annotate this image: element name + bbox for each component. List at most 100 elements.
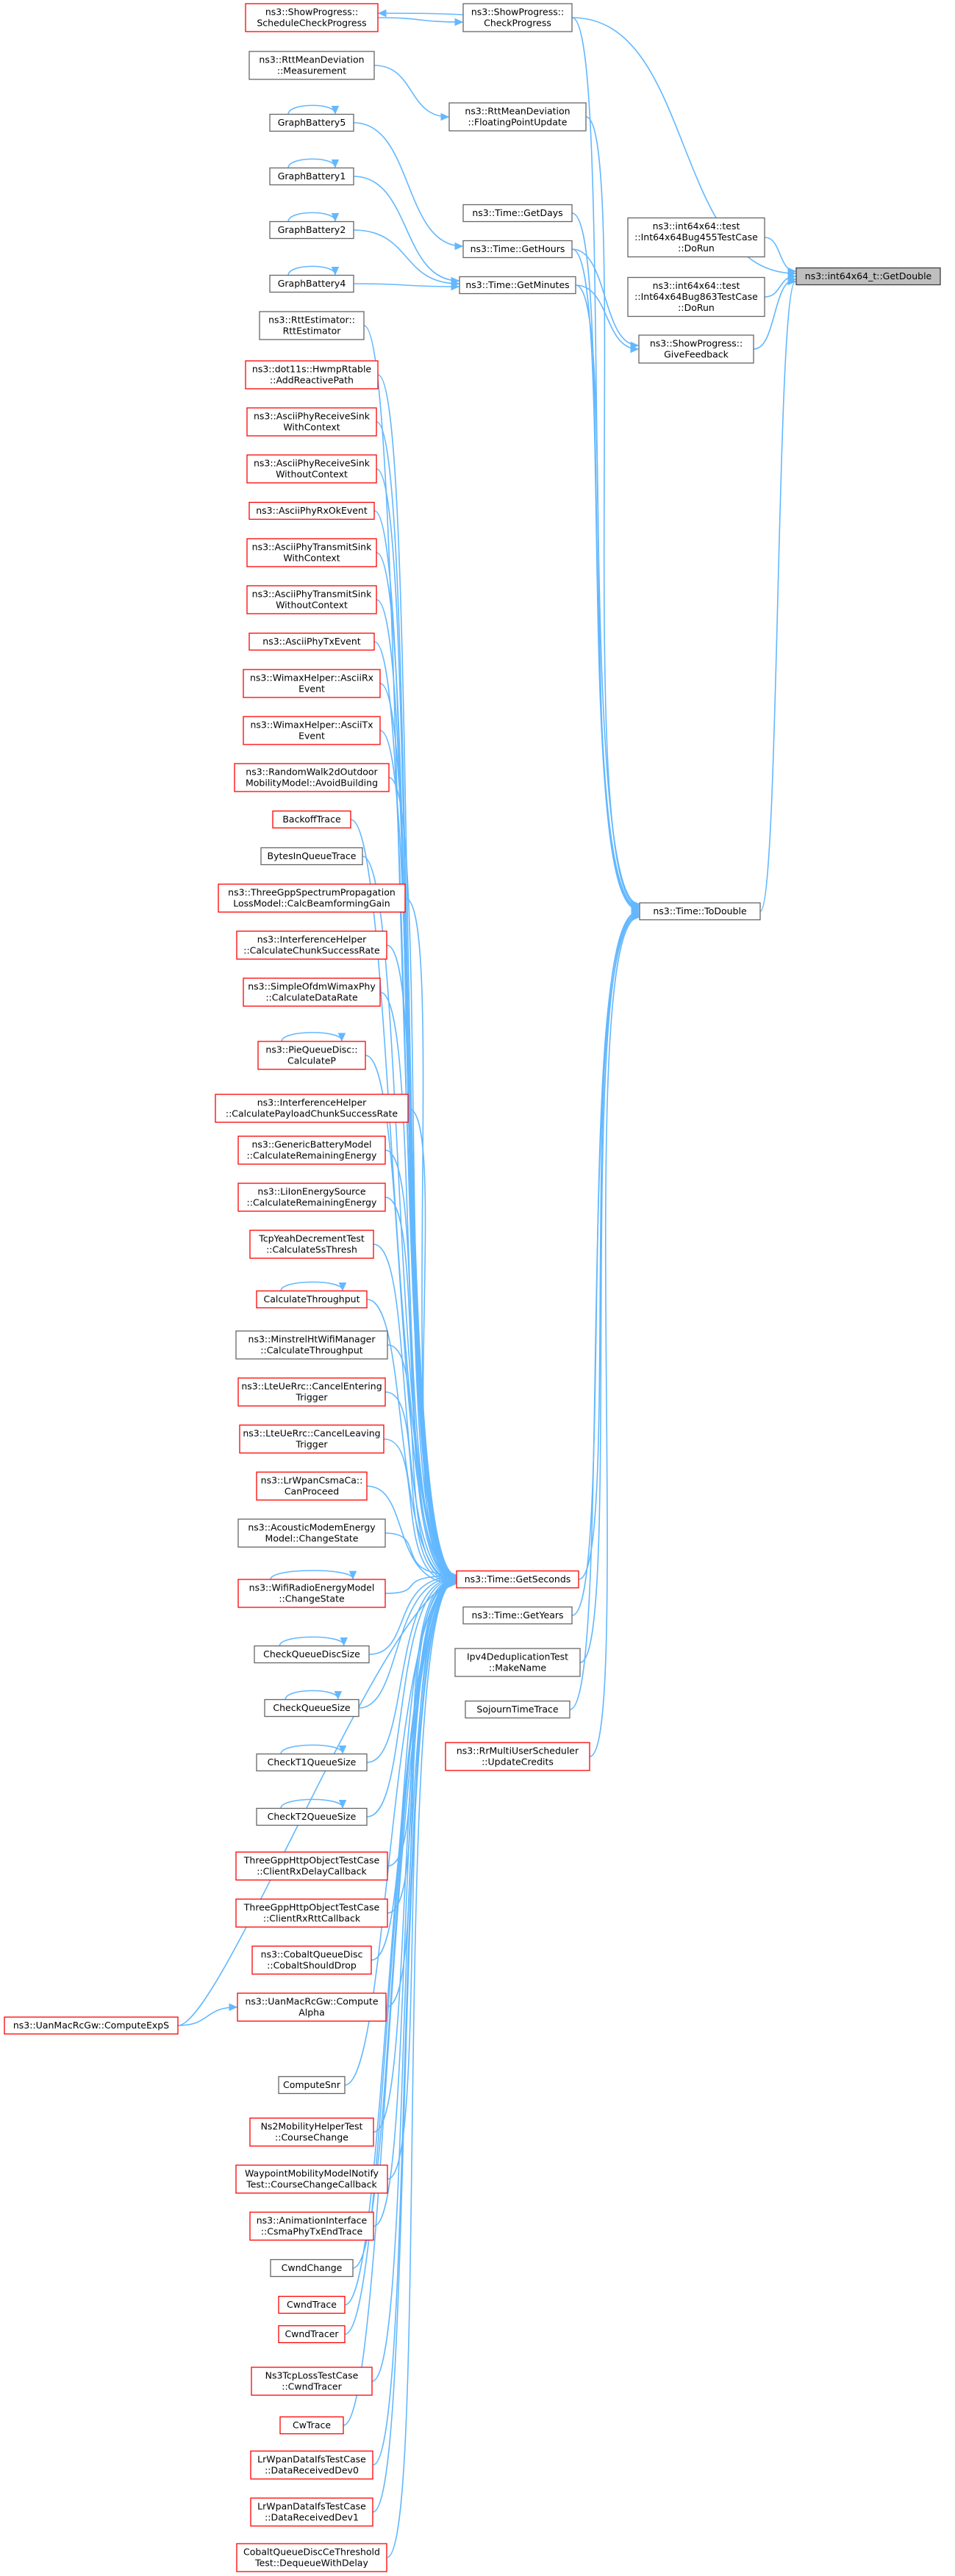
node-box bbox=[237, 1377, 386, 1407]
node-ns3-rttmeandeviation-floatingpointupdate[interactable]: ns3::RttMeanDeviation::FloatingPointUpda… bbox=[448, 102, 587, 132]
node-checkqueuesize[interactable]: CheckQueueSize bbox=[264, 1698, 360, 1718]
node-waypointmobilitymodelnotifytest-coursechangecallback[interactable]: WaypointMobilityModelNotifyTest::CourseC… bbox=[235, 2164, 388, 2194]
node-label: ThreeGppHttpObjectTestCase bbox=[243, 1855, 380, 1866]
node-ns3-int64x64-t-getdouble[interactable]: ns3::int64x64_t::GetDouble bbox=[795, 267, 941, 286]
node-ns3-time-getdays[interactable]: ns3::Time::GetDays bbox=[462, 204, 573, 223]
node-graphbattery4[interactable]: GraphBattery4 bbox=[269, 274, 354, 293]
node-computesnr[interactable]: ComputeSnr bbox=[278, 2075, 346, 2095]
node-ns3-cobaltqueuedisc-cobaltshoulddrop[interactable]: ns3::CobaltQueueDisc::CobaltShouldDrop bbox=[251, 1945, 372, 1975]
edge-t3_27-to-get_seconds bbox=[366, 1299, 457, 1582]
node-ns3-piequeuedisc-calculatep[interactable]: ns3::PieQueueDisc::CalculateP bbox=[257, 1041, 366, 1070]
node-ns3-threegppspectrumpropagationlossmodel-calcbeamforminggain[interactable]: ns3::ThreeGppSpectrumPropagationLossMode… bbox=[218, 883, 406, 913]
edge-t3_32-to-get_seconds bbox=[384, 1532, 457, 1576]
node-ns3-simpleofdmwimaxphy-calculatedatarate[interactable]: ns3::SimpleOfdmWimaxPhy::CalculateDataRa… bbox=[243, 977, 381, 1007]
edge-check_progress-to-target bbox=[571, 17, 796, 274]
node-cwndtracer[interactable]: CwndTracer bbox=[278, 2325, 346, 2344]
node-label: CheckT2QueueSize bbox=[268, 1811, 357, 1822]
node-ns3-rrmultiuserscheduler-updatecredits[interactable]: ns3::RrMultiUserScheduler::UpdateCredits bbox=[445, 1742, 590, 1771]
node-graphbattery2[interactable]: GraphBattery2 bbox=[269, 220, 354, 240]
node-ns2mobilityhelpertest-coursechange[interactable]: Ns2MobilityHelperTest::CourseChange bbox=[249, 2117, 374, 2147]
node-cwndchange[interactable]: CwndChange bbox=[270, 2259, 354, 2278]
node-ns3-time-getminutes[interactable]: ns3::Time::GetMinutes bbox=[459, 276, 576, 295]
node-ns3-minstrelhtwifimanager-calculatethroughput[interactable]: ns3::MinstrelHtWifiManager::CalculateThr… bbox=[235, 1330, 388, 1360]
node-graphbattery1[interactable]: GraphBattery1 bbox=[269, 167, 354, 186]
node-label: LrWpanDataIfsTestCase bbox=[257, 2501, 366, 2512]
node-ns3-animationinterface-csmaphytxendtrace[interactable]: ns3::AnimationInterface::CsmaPhyTxEndTra… bbox=[249, 2211, 374, 2241]
node-label: Alpha bbox=[298, 2007, 325, 2018]
node-box bbox=[234, 763, 390, 792]
node-ns3-liionenergysource-calculateremainingenergy[interactable]: ns3::LiIonEnergySource::CalculateRemaini… bbox=[237, 1183, 386, 1212]
node-cobaltqueuedisccethresholdtest-dequeuewithdelay[interactable]: CobaltQueueDiscCeThresholdTest::DequeueW… bbox=[236, 2543, 387, 2572]
node-ns3-interferencehelper-calculatechunksuccessrate[interactable]: ns3::InterferenceHelper::CalculateChunkS… bbox=[236, 930, 387, 960]
node-box bbox=[245, 360, 379, 390]
node-ns3-acousticmodemenergymodel-changestate[interactable]: ns3::AcousticModemEnergyModel::ChangeSta… bbox=[237, 1518, 386, 1548]
node-ns3-asciiphyrxokevent[interactable]: ns3::AsciiPhyRxOkEvent bbox=[248, 501, 375, 520]
node-graphbattery5[interactable]: GraphBattery5 bbox=[269, 113, 354, 132]
node-lrwpandataifstestcase-datareceiveddev0[interactable]: LrWpanDataIfsTestCase::DataReceivedDev0 bbox=[250, 2450, 373, 2480]
node-tcpyeahdecrementtest-calculatessthresh[interactable]: TcpYeahDecrementTest::CalculateSsThresh bbox=[249, 1230, 374, 1259]
node-checkt1queuesize[interactable]: CheckT1QueueSize bbox=[256, 1753, 368, 1772]
node-ns3-int64x64-test-int64x64bug863testcase-dorun[interactable]: ns3::int64x64::test::Int64x64Bug863TestC… bbox=[627, 276, 765, 317]
node-cwtrace[interactable]: CwTrace bbox=[279, 2416, 344, 2435]
node-box bbox=[249, 2117, 374, 2147]
node-ns3-lrwpancsmaca-canproceed[interactable]: ns3::LrWpanCsmaCa::CanProceed bbox=[256, 1471, 368, 1501]
node-label: Trigger bbox=[295, 1392, 328, 1403]
node-ns3-dot11s-hwmprtable-addreactivepath[interactable]: ns3::dot11s::HwmpRtable::AddReactivePath bbox=[245, 360, 379, 390]
node-label: ns3::InterferenceHelper bbox=[257, 1097, 367, 1108]
node-checkqueuediscsize[interactable]: CheckQueueDiscSize bbox=[254, 1645, 370, 1664]
node-ns3-rttestimator-rttestimator[interactable]: ns3::RttEstimator::RttEstimator bbox=[259, 311, 365, 340]
node-ns3-time-gethours[interactable]: ns3::Time::GetHours bbox=[462, 240, 573, 259]
node-box bbox=[243, 716, 381, 745]
node-box bbox=[246, 454, 377, 484]
node-ns3-interferencehelper-calculatepayloadchunksuccessrate[interactable]: ns3::InterferenceHelper::CalculatePayloa… bbox=[215, 1094, 409, 1123]
node-ns3-asciiphytxevent[interactable]: ns3::AsciiPhyTxEvent bbox=[248, 632, 375, 651]
node-ns3-time-todouble[interactable]: ns3::Time::ToDouble bbox=[639, 902, 761, 921]
node-box bbox=[278, 2325, 346, 2344]
node-threegpphttpobjecttestcase-clientrxdelaycallback[interactable]: ThreeGppHttpObjectTestCase::ClientRxDela… bbox=[235, 1851, 388, 1881]
node-checkt2queuesize[interactable]: CheckT2QueueSize bbox=[256, 1807, 368, 1826]
node-label: GraphBattery1 bbox=[278, 171, 346, 182]
edge-get_days-to-to_double bbox=[571, 212, 640, 908]
node-ns3-uanmacrcgw-computeexps[interactable]: ns3::UanMacRcGw::ComputeExpS bbox=[4, 2016, 179, 2035]
node-backofftrace[interactable]: BackoffTrace bbox=[272, 810, 351, 829]
node-label: ns3::InterferenceHelper bbox=[257, 934, 367, 945]
node-ns3-showprogress-givefeedback[interactable]: ns3::ShowProgress::GiveFeedback bbox=[638, 334, 754, 364]
edge-t3_22-to-get_seconds bbox=[365, 1055, 457, 1578]
node-ns3-int64x64-test-int64x64bug455testcase-dorun[interactable]: ns3::int64x64::test::Int64x64Bug455TestC… bbox=[627, 217, 765, 258]
node-bytesinqueuetrace[interactable]: BytesInQueueTrace bbox=[260, 847, 363, 866]
edge-update_credits-to-to_double bbox=[589, 916, 640, 1757]
node-lrwpandataifstestcase-datareceiveddev1[interactable]: LrWpanDataIfsTestCase::DataReceivedDev1 bbox=[250, 2497, 373, 2527]
node-label: ns3::AsciiPhyReceiveSink bbox=[254, 411, 371, 422]
node-label: CanProceed bbox=[285, 1486, 339, 1497]
node-ns3-time-getyears[interactable]: ns3::Time::GetYears bbox=[462, 1606, 573, 1625]
node-label: ns3::MinstrelHtWifiManager bbox=[248, 1334, 376, 1345]
node-label: BytesInQueueTrace bbox=[268, 850, 357, 861]
edge-t3_5-to-get_minutes-arrowhead bbox=[451, 282, 460, 291]
edge-t3_37-to-get_seconds bbox=[366, 1578, 457, 1818]
node-cwndtrace[interactable]: CwndTrace bbox=[278, 2295, 346, 2314]
node-calculatethroughput[interactable]: CalculateThroughput bbox=[256, 1290, 368, 1309]
node-ipv4deduplicationtest-makename[interactable]: Ipv4DeduplicationTest::MakeName bbox=[454, 1648, 581, 1677]
node-ns3-showprogress-checkprogress[interactable]: ns3::ShowProgress::CheckProgress bbox=[462, 3, 573, 32]
node-ns3-time-getseconds[interactable]: ns3::Time::GetSeconds bbox=[456, 1570, 579, 1589]
node-ns3-randomwalk2doutdoormobilitymodel-avoidbuilding[interactable]: ns3::RandomWalk2dOutdoorMobilityModel::A… bbox=[234, 763, 390, 792]
node-ns3-wifiradioenergymodel-changestate[interactable]: ns3::WifiRadioEnergyModel::ChangeState bbox=[237, 1579, 386, 1608]
node-ns3-rttmeandeviation-measurement[interactable]: ns3::RttMeanDeviation::Measurement bbox=[248, 51, 375, 80]
edge-update_credits-to-to_double-arrowhead bbox=[631, 913, 640, 922]
node-label: Trigger bbox=[295, 1439, 328, 1450]
node-ns3-genericbatterymodel-calculateremainingenergy[interactable]: ns3::GenericBatteryModel::CalculateRemai… bbox=[237, 1135, 386, 1165]
node-ns3-showprogress-schedulecheckprogress[interactable]: ns3::ShowProgress::ScheduleCheckProgress bbox=[245, 3, 379, 32]
node-label: ::DoRun bbox=[678, 302, 715, 313]
node-sojourntimetrace[interactable]: SojournTimeTrace bbox=[465, 1700, 571, 1719]
node-threegpphttpobjecttestcase-clientrxrttcallback[interactable]: ThreeGppHttpObjectTestCase::ClientRxRttC… bbox=[235, 1898, 388, 1928]
node-ns3tcplosstestcase-cwndtracer[interactable]: Ns3TcpLossTestCase::CwndTracer bbox=[251, 2367, 373, 2396]
